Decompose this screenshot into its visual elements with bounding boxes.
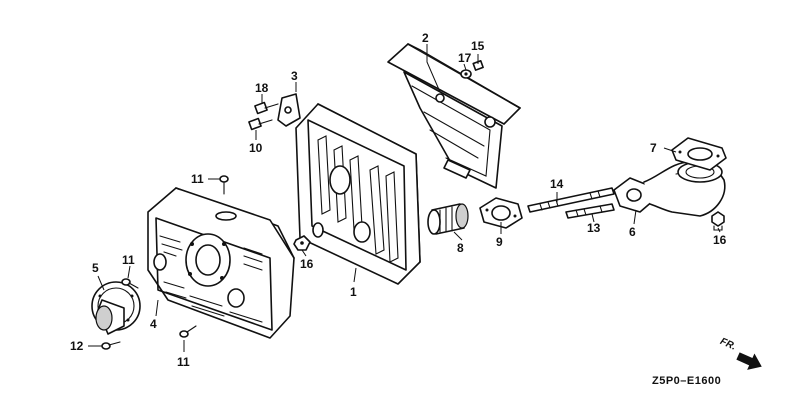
screw-11-top-part — [219, 175, 229, 195]
callout-5: 5 — [92, 261, 99, 275]
front-direction-marker: FR. — [718, 336, 762, 370]
bolt-18-part — [254, 101, 279, 115]
callout-11-left: 11 — [122, 253, 135, 267]
muffler-body-part — [295, 103, 421, 285]
callout-18: 18 — [255, 81, 269, 95]
callout-9: 9 — [496, 235, 503, 249]
callout-11-top: 11 — [191, 172, 204, 186]
gasket-9-part — [479, 197, 523, 229]
screw-11-left-part — [121, 278, 139, 289]
stud-14-part — [527, 187, 615, 213]
exhaust-pipe-part — [613, 161, 726, 217]
diagram-code: Z5P0–E1600 — [652, 375, 721, 387]
callout-14: 14 — [550, 177, 564, 191]
callout-1: 1 — [350, 285, 357, 299]
pipe-joint-part — [427, 203, 469, 235]
callout-16-right: 16 — [713, 233, 727, 247]
muffler-protector-part — [147, 187, 295, 339]
nut-16-a-part — [293, 235, 311, 251]
callout-15: 15 — [471, 39, 485, 53]
callout-16-left: 16 — [300, 257, 314, 271]
nut-16-b-part — [711, 211, 725, 231]
callout-labels: 1 2 3 4 5 6 7 8 9 10 11 11 11 12 13 14 1… — [70, 31, 727, 369]
bolt-10-part — [248, 117, 273, 131]
callout-6: 6 — [629, 225, 636, 239]
spark-arrester-part — [91, 281, 141, 335]
callout-17: 17 — [458, 51, 472, 65]
callout-8: 8 — [457, 241, 464, 255]
bracket-part — [277, 93, 301, 127]
callout-3: 3 — [291, 69, 298, 83]
gasket-7-part — [671, 137, 727, 171]
screw-11-bottom-part — [179, 325, 197, 338]
front-marker-label: FR. — [718, 336, 737, 353]
nut-15-part — [472, 60, 484, 71]
callout-12: 12 — [70, 339, 84, 353]
callout-10: 10 — [249, 141, 263, 155]
front-arrow-icon — [736, 352, 762, 370]
callout-2: 2 — [422, 31, 429, 45]
screw-12-part — [101, 341, 121, 350]
stud-13-part — [565, 203, 615, 219]
callout-4: 4 — [150, 317, 157, 331]
callout-13: 13 — [587, 221, 601, 235]
leader-lines — [88, 44, 721, 352]
callout-11-bottom: 11 — [177, 355, 190, 369]
washer-17-part — [460, 69, 472, 79]
callout-7: 7 — [650, 141, 657, 155]
